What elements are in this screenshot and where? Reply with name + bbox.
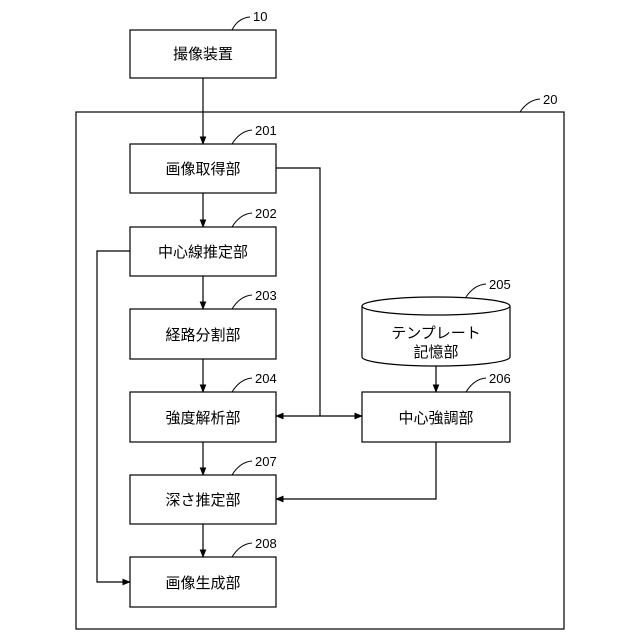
generate-ref-number: 208 xyxy=(255,536,277,551)
image-generation-block: 画像生成部 xyxy=(130,557,276,607)
acquire-ref-number: 201 xyxy=(255,123,277,138)
template-storage-cylinder: テンプレート 記憶部 xyxy=(362,297,510,366)
line-acquire-to-branch xyxy=(276,168,320,416)
depth-estimation-block: 深さ推定部 xyxy=(130,475,276,524)
depth-ref-callout: 207 xyxy=(232,454,277,475)
imaging-device-block: 撮像装置 xyxy=(130,30,276,78)
device-ref-number: 10 xyxy=(253,9,267,24)
depth-ref-number: 207 xyxy=(255,454,277,469)
template-ref-number: 205 xyxy=(489,277,511,292)
imaging-device-label: 撮像装置 xyxy=(173,45,233,63)
segment-ref-callout: 203 xyxy=(232,288,277,309)
center-emphasis-block: 中心強調部 xyxy=(362,392,510,442)
template-storage-label-line1: テンプレート xyxy=(391,324,481,342)
intensity-analysis-label: 強度解析部 xyxy=(165,409,240,427)
emphasis-ref-number: 206 xyxy=(489,371,511,386)
segment-ref-number: 203 xyxy=(255,288,277,303)
arrow-emphasis-to-depth xyxy=(276,442,436,499)
centerline-ref-number: 202 xyxy=(255,206,277,221)
image-acquisition-label: 画像取得部 xyxy=(165,160,240,178)
center-emphasis-label: 中心強調部 xyxy=(398,409,473,427)
acquire-ref-callout: 201 xyxy=(232,123,277,144)
intensity-ref-number: 204 xyxy=(255,371,277,386)
intensity-analysis-block: 強度解析部 xyxy=(130,392,276,442)
image-generation-label: 画像生成部 xyxy=(165,574,240,592)
emphasis-ref-callout: 206 xyxy=(466,371,511,392)
image-acquisition-block: 画像取得部 xyxy=(130,144,276,193)
template-ref-callout: 205 xyxy=(466,277,511,297)
generate-ref-callout: 208 xyxy=(232,536,277,557)
system-ref-callout: 20 xyxy=(520,92,557,112)
template-storage-label-line2: 記憶部 xyxy=(413,343,458,361)
depth-estimation-label: 深さ推定部 xyxy=(165,491,240,509)
intensity-ref-callout: 204 xyxy=(232,371,277,392)
centerline-estimation-block: 中心線推定部 xyxy=(130,227,276,276)
centerline-ref-callout: 202 xyxy=(232,206,277,227)
path-segmentation-label: 経路分割部 xyxy=(165,326,240,344)
device-ref-callout: 10 xyxy=(232,9,267,30)
arrow-centerline-to-generate xyxy=(97,251,130,582)
path-segmentation-block: 経路分割部 xyxy=(130,309,276,359)
centerline-estimation-label: 中心線推定部 xyxy=(158,243,248,261)
system-ref-number: 20 xyxy=(543,92,557,107)
